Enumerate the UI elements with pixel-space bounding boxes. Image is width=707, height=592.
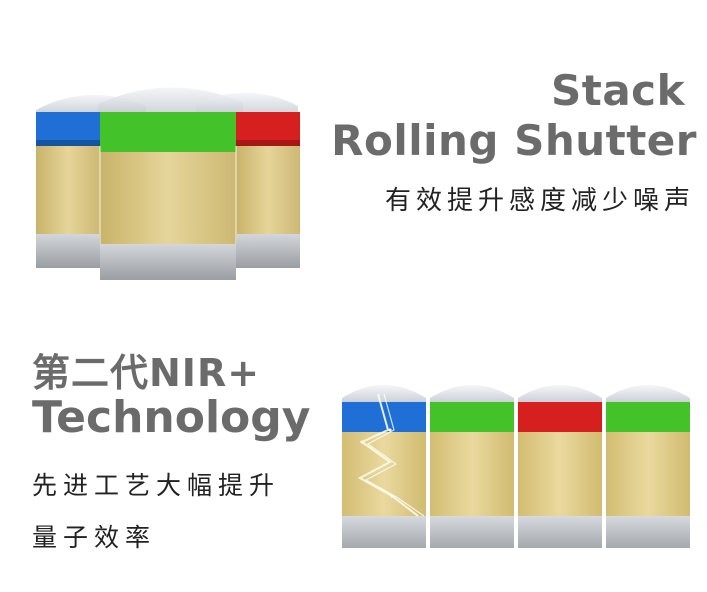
pixel-column-green xyxy=(430,385,514,548)
nir-pixel-row-icon xyxy=(342,385,690,548)
pixel-column-green xyxy=(606,385,690,548)
stacked-sensor-cube-icon xyxy=(36,87,300,280)
pixel-column-blue xyxy=(342,385,426,548)
bottom-subtitle-line1: 先进工艺大幅提升 xyxy=(32,471,281,500)
bottom-subtitle-line2: 量子效率 xyxy=(32,523,157,552)
pixel-column-red xyxy=(518,385,602,548)
top-title-line2: Rolling Shutter xyxy=(331,116,697,165)
top-title-line1: Stack xyxy=(551,66,685,115)
top-subtitle: 有效提升感度减少噪声 xyxy=(384,186,695,216)
bottom-title-line2: Technology xyxy=(32,392,311,443)
bottom-title-line1: 第二代NIR+ xyxy=(32,351,261,395)
